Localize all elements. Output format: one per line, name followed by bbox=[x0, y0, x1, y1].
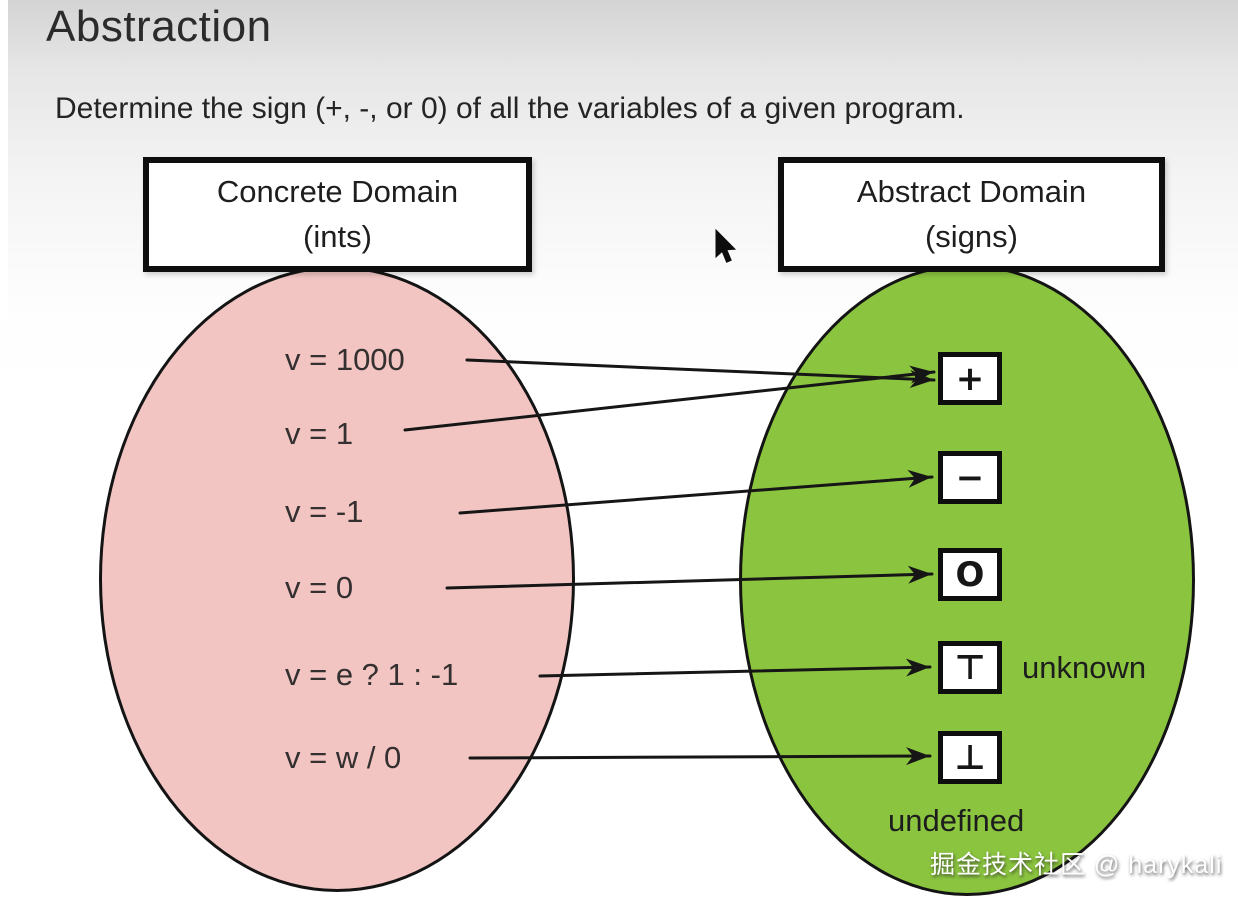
arrow-vminus1-to-minus bbox=[458, 469, 934, 515]
concrete-value: v = e ? 1 : -1 bbox=[285, 657, 459, 692]
zero-sign-symbol: O bbox=[955, 554, 985, 595]
abstract-domain-title: Abstract Domain bbox=[856, 173, 1087, 209]
top-sign-symbol: ⊤ bbox=[954, 647, 986, 688]
concrete-value: v = w / 0 bbox=[285, 740, 402, 775]
bottom-sign-symbol: ⊥ bbox=[954, 737, 986, 778]
unknown-label: unknown bbox=[1022, 650, 1147, 685]
sign-box-top: ⊤ bbox=[938, 641, 1002, 694]
abstract-domain-subtitle: (signs) bbox=[924, 218, 1018, 254]
slide-subtitle: Determine the sign (+, -, or 0) of all t… bbox=[55, 92, 965, 125]
sign-box-bottom: ⊥ bbox=[938, 731, 1002, 784]
slide-title: Abstraction bbox=[46, 2, 272, 51]
plus-sign-symbol: + bbox=[955, 358, 985, 399]
slide-edge-strip bbox=[0, 0, 8, 320]
concrete-domain-title: Concrete Domain bbox=[216, 173, 459, 209]
arrow-v1-to-plus bbox=[403, 365, 936, 432]
concrete-value: v = 1000 bbox=[285, 342, 405, 377]
sign-box-zero: O bbox=[938, 548, 1002, 601]
undefined-label: undefined bbox=[888, 803, 1025, 838]
concrete-domain-box: Concrete Domain (ints) bbox=[143, 157, 532, 272]
arrow-div0-to-bottom bbox=[468, 747, 932, 766]
abstract-domain-box: Abstract Domain (signs) bbox=[778, 157, 1165, 272]
concrete-value: v = 1 bbox=[285, 416, 354, 451]
arrow-v1000-to-plus bbox=[465, 358, 936, 388]
concrete-domain-ellipse bbox=[99, 266, 575, 892]
arrow-ternary-to-top bbox=[538, 658, 932, 678]
concrete-value: v = -1 bbox=[285, 494, 364, 529]
mouse-cursor-icon bbox=[715, 229, 737, 263]
sign-box-minus: − bbox=[938, 451, 1002, 504]
concrete-value: v = 0 bbox=[285, 570, 354, 605]
sign-box-plus: + bbox=[938, 352, 1002, 405]
arrow-v0-to-zero bbox=[445, 565, 934, 590]
concrete-domain-subtitle: (ints) bbox=[303, 218, 372, 254]
watermark: 掘金技术社区 @ harykali bbox=[930, 851, 1223, 879]
minus-sign-symbol: − bbox=[955, 457, 985, 498]
